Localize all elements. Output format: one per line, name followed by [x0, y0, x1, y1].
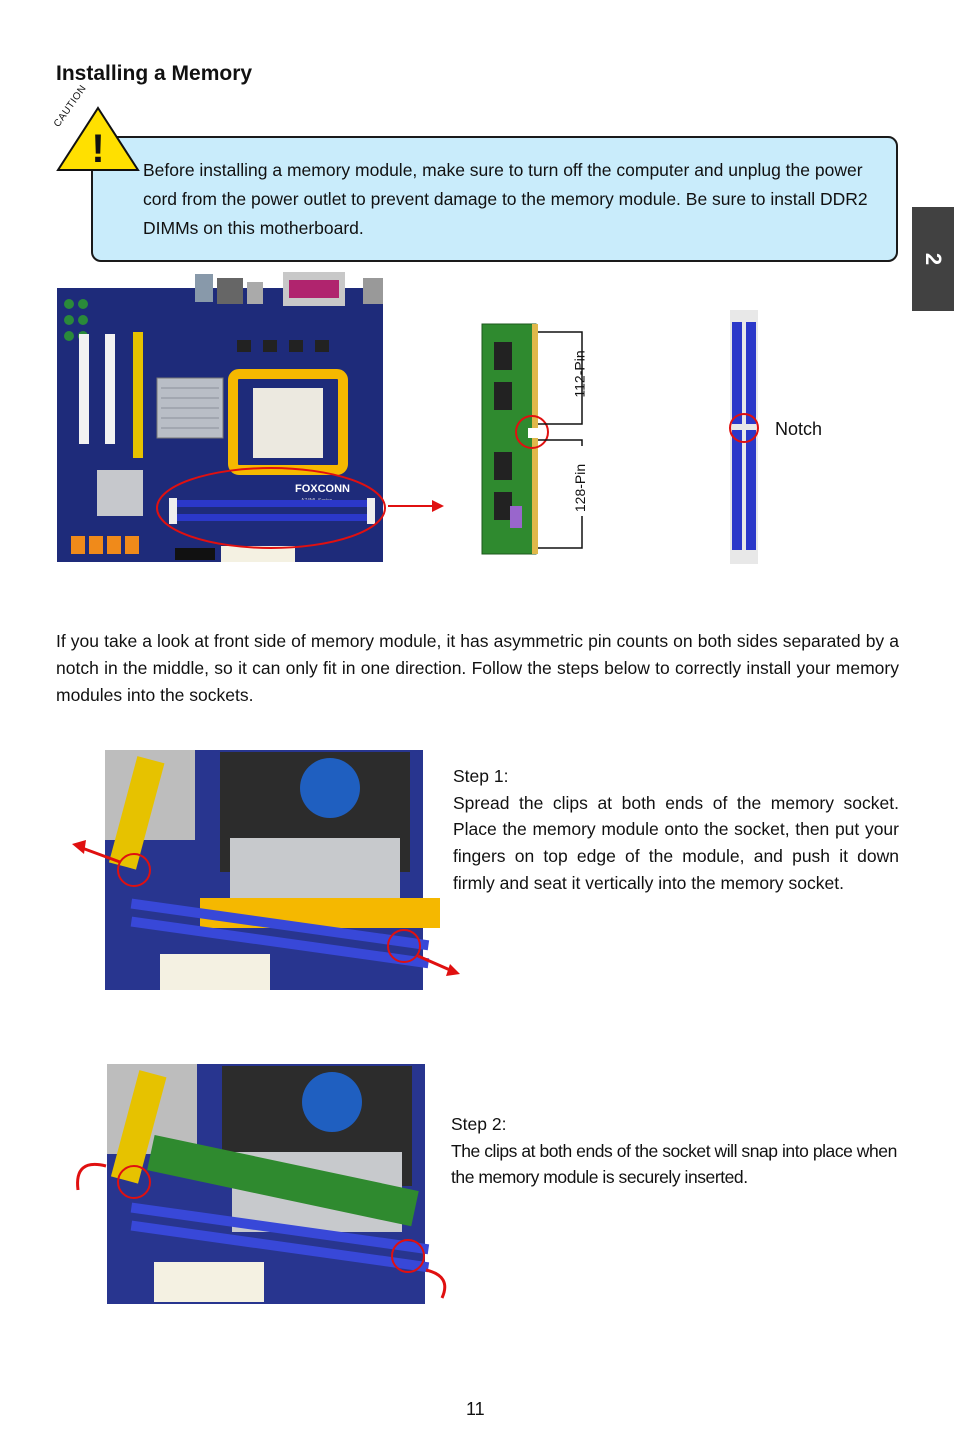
notch-label: Notch [775, 419, 823, 439]
memory-module-illustration [481, 323, 583, 555]
step2-photo [76, 1064, 447, 1304]
step2-body: The clips at both ends of the socket wil… [451, 1140, 897, 1188]
step1-photo [72, 750, 460, 990]
page-number: 11 [466, 1399, 485, 1419]
intro-paragraph: If you take a look at front side of memo… [56, 631, 899, 705]
motherboard-illustration: FOXCONN A74ML Series [57, 272, 386, 562]
step2-instructions: Step 2: The clips at both ends of the so… [451, 1111, 901, 1191]
caution-symbol: ! [91, 127, 104, 171]
step2-title: Step 2: [451, 1114, 507, 1134]
section-title: Installing a Memory [56, 62, 253, 85]
step1-title: Step 1: [453, 766, 509, 786]
dimm-socket-illustration [729, 310, 759, 564]
chapter-tab: 2 [912, 207, 954, 311]
pin-label-128: 128-Pin [572, 463, 589, 513]
step1-instructions: Step 1: Spread the clips at both ends of… [453, 763, 899, 897]
pointer-arrow [388, 500, 444, 512]
board-brand: FOXCONN [295, 483, 350, 495]
caution-box [91, 136, 898, 262]
caution-warning-icon: ! [56, 106, 140, 171]
pin-label-112: 112-Pin [571, 350, 588, 398]
step1-body: Spread the clips at both ends of the mem… [453, 792, 899, 893]
caution-text: Before installing a memory module, make … [143, 160, 868, 238]
chapter-number: 2 [921, 252, 946, 266]
